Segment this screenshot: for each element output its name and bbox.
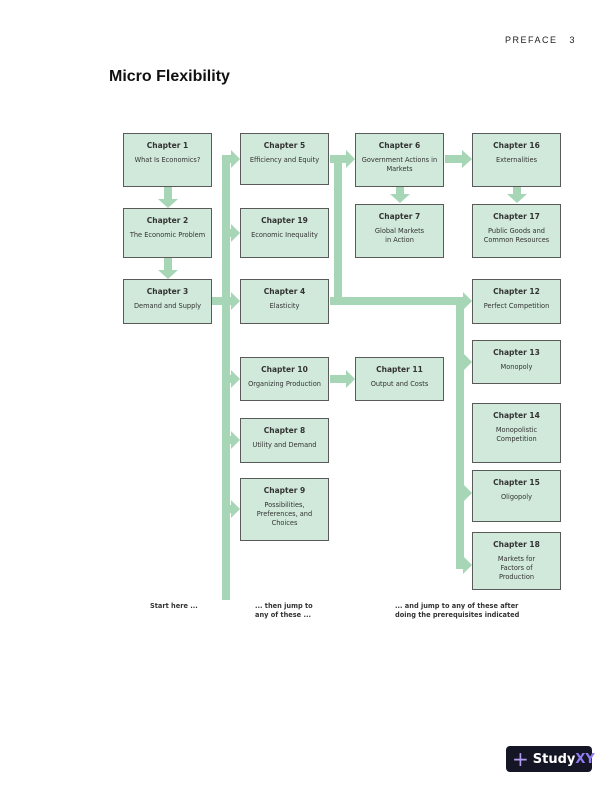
chapter-19-box: Chapter 19 Economic Inequality: [240, 208, 329, 258]
chapter-title: Output and Costs: [370, 380, 429, 388]
chapter-title: Monopoly: [500, 363, 533, 371]
chapter-10-box: Chapter 10 Organizing Production: [240, 357, 329, 401]
plus-icon: +: [512, 747, 529, 771]
chapter-number: Chapter 6: [378, 141, 421, 150]
chapter-number: Chapter 4: [263, 287, 306, 296]
caption-jump: ... then jump to any of these ...: [255, 602, 313, 619]
page-title: Micro Flexibility: [109, 68, 230, 85]
caption-after: ... and jump to any of these after doing…: [395, 602, 520, 619]
chapter-number: Chapter 3: [146, 287, 189, 296]
chapter-number: Chapter 17: [493, 212, 540, 221]
chapter-number: Chapter 11: [376, 365, 423, 374]
running-header: PREFACE 3: [493, 35, 576, 45]
chapter-17-box: Chapter 17 Public Goods and Common Resour…: [472, 204, 561, 258]
chapter-number: Chapter 14: [493, 411, 540, 420]
chapter-9-box: Chapter 9 Possibilities, Preferences, and…: [240, 478, 329, 541]
chapter-number: Chapter 5: [263, 141, 306, 150]
chapter-8-box: Chapter 8 Utility and Demand: [240, 418, 329, 463]
chapter-title: Efficiency and Equity: [249, 156, 320, 164]
chapter-4-box: Chapter 4 Elasticity: [240, 279, 329, 324]
chapter-title: Government Actions in Markets: [361, 156, 438, 173]
chapter-number: Chapter 19: [261, 216, 308, 225]
chapter-number: Chapter 12: [493, 287, 540, 296]
chapter-18-box: Chapter 18 Markets for Factors of Product…: [472, 532, 561, 590]
chapter-number: Chapter 7: [378, 212, 421, 221]
chapter-2-box: Chapter 2 The Economic Problem: [123, 208, 212, 258]
chapter-title: Oligopoly: [500, 493, 533, 501]
chapter-number: Chapter 16: [493, 141, 540, 150]
chapter-title: What Is Economics?: [134, 156, 201, 164]
chapter-title: Economic Inequality: [251, 231, 318, 239]
chapter-number: Chapter 18: [493, 540, 540, 549]
chapter-5-box: Chapter 5 Efficiency and Equity: [240, 133, 329, 185]
chapter-3-box: Chapter 3 Demand and Supply: [123, 279, 212, 324]
chapter-title: Elasticity: [269, 302, 300, 310]
chapter-title: Public Goods and Common Resources: [483, 227, 550, 244]
chapter-7-box: Chapter 7 Global Markets in Action: [355, 204, 444, 258]
chapter-title: Global Markets in Action: [374, 227, 425, 244]
chapter-number: Chapter 8: [263, 426, 306, 435]
chapter-title: The Economic Problem: [129, 231, 206, 239]
chapter-title: Demand and Supply: [133, 302, 202, 310]
chapter-number: Chapter 1: [146, 141, 189, 150]
caption-start: Start here ...: [150, 602, 198, 610]
chapter-number: Chapter 15: [493, 478, 540, 487]
chapter-number: Chapter 10: [261, 365, 308, 374]
chapter-6-box: Chapter 6 Government Actions in Markets: [355, 133, 444, 187]
chapter-13-box: Chapter 13 Monopoly: [472, 340, 561, 384]
chapter-number: Chapter 9: [263, 486, 306, 495]
chapter-title: Monopolistic Competition: [495, 426, 538, 443]
chapter-title: Perfect Competition: [483, 302, 550, 310]
brand-study: Study: [532, 751, 576, 767]
chapter-12-box: Chapter 12 Perfect Competition: [472, 279, 561, 324]
chapter-14-box: Chapter 14 Monopolistic Competition: [472, 403, 561, 463]
chapter-16-box: Chapter 16 Externalities: [472, 133, 561, 187]
section-label: PREFACE: [504, 35, 558, 45]
chapter-number: Chapter 13: [493, 348, 540, 357]
chapter-11-box: Chapter 11 Output and Costs: [355, 357, 444, 401]
chapter-1-box: Chapter 1 What Is Economics?: [123, 133, 212, 187]
chapter-title: Externalities: [495, 156, 538, 164]
chapter-title: Utility and Demand: [252, 441, 317, 449]
chapter-title: Organizing Production: [248, 380, 321, 388]
chapter-15-box: Chapter 15 Oligopoly: [472, 470, 561, 522]
chapter-title: Possibilities, Preferences, and Choices: [256, 501, 313, 527]
chapter-number: Chapter 2: [146, 216, 189, 225]
brand-xy: XY: [575, 751, 595, 767]
chapter-title: Markets for Factors of Production: [497, 555, 536, 581]
page-number: 3: [569, 35, 576, 45]
